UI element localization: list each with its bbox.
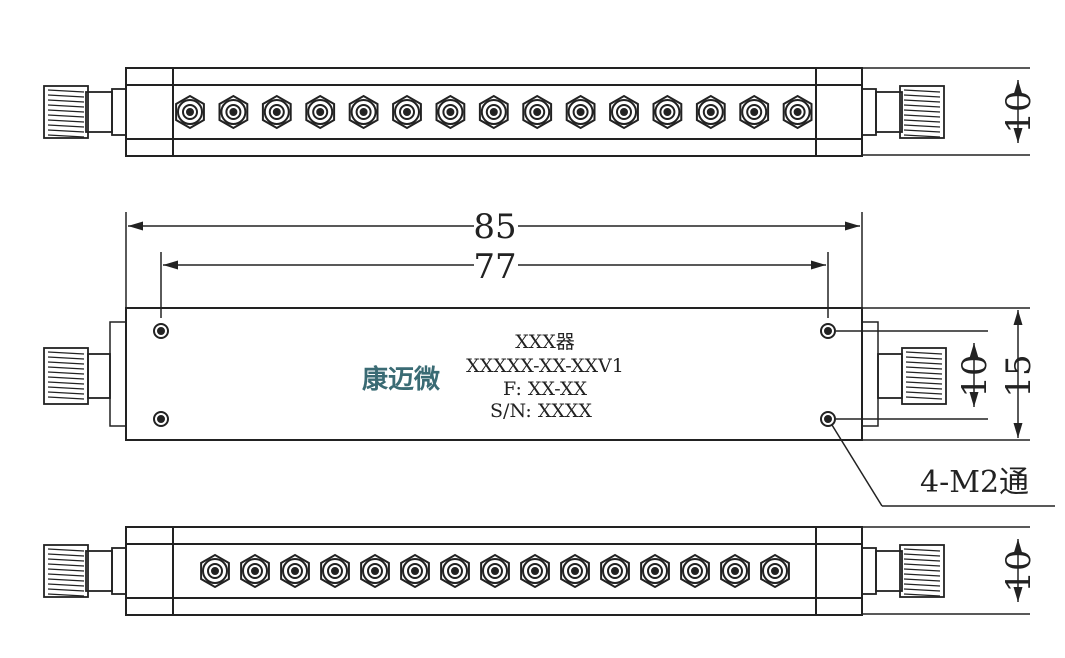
label-title: XXX器: [515, 331, 575, 353]
tuning-screw: [680, 553, 710, 589]
bottom-right-connector: [861, 544, 945, 598]
tuning-screw: [720, 553, 750, 589]
bottom-tuning-screws: [200, 553, 790, 589]
top-right-connector: [861, 85, 945, 139]
tuning-screw: [320, 553, 350, 589]
tuning-screw: [565, 94, 596, 130]
tuning-screw: [520, 553, 550, 589]
label-model: XXXXX-XX-XXV1: [466, 355, 624, 377]
top-left-connector: [43, 85, 127, 139]
front-height-dimensions: [836, 307, 1030, 441]
tuning-screw: [392, 94, 422, 130]
top-height-value: 10: [999, 90, 1039, 133]
hole-spacing-length-value: 77: [473, 247, 516, 287]
tuning-screw: [652, 94, 683, 130]
tuning-screw: [200, 553, 230, 589]
front-view: [109, 307, 879, 441]
tuning-screw: [739, 94, 770, 130]
tuning-screw: [218, 94, 249, 130]
tuning-screw: [695, 94, 726, 130]
mounting-note: 4-M2通: [920, 465, 1029, 500]
tuning-screw: [175, 94, 205, 130]
tuning-screw: [609, 94, 639, 130]
mounting-leader: [831, 424, 1055, 507]
tuning-screw: [360, 553, 390, 589]
tuning-screw: [640, 553, 670, 589]
tuning-screw: [261, 94, 292, 130]
tuning-screw: [480, 553, 510, 589]
brand-logo: 康迈微: [362, 364, 440, 395]
bottom-left-connector: [43, 544, 127, 598]
tuning-screw: [600, 553, 630, 589]
front-right-connector: [877, 347, 947, 405]
tuning-screw: [240, 553, 270, 589]
tuning-screw: [440, 553, 470, 589]
overall-length-value: 85: [473, 207, 516, 247]
tuning-screw: [400, 553, 430, 589]
label-frequency: F: XX-XX: [503, 378, 588, 400]
bottom-height-dimension: [862, 526, 1030, 615]
top-tuning-screws: [175, 94, 813, 130]
body-height-value: 15: [999, 354, 1039, 397]
top-height-dimension: [862, 67, 1030, 156]
tuning-screw: [522, 94, 553, 130]
tuning-screw: [560, 553, 590, 589]
tuning-screw: [478, 94, 509, 130]
tuning-screw: [305, 94, 336, 130]
tuning-screw: [435, 94, 466, 130]
bottom-height-value: 10: [999, 549, 1039, 592]
tuning-screw: [782, 94, 813, 130]
hole-spacing-height-value: 10: [955, 354, 995, 397]
label-serial: S/N: XXXX: [490, 400, 592, 422]
tuning-screw: [760, 553, 790, 589]
tuning-screw: [280, 553, 310, 589]
front-left-connector: [43, 347, 111, 405]
tuning-screw: [348, 94, 379, 130]
